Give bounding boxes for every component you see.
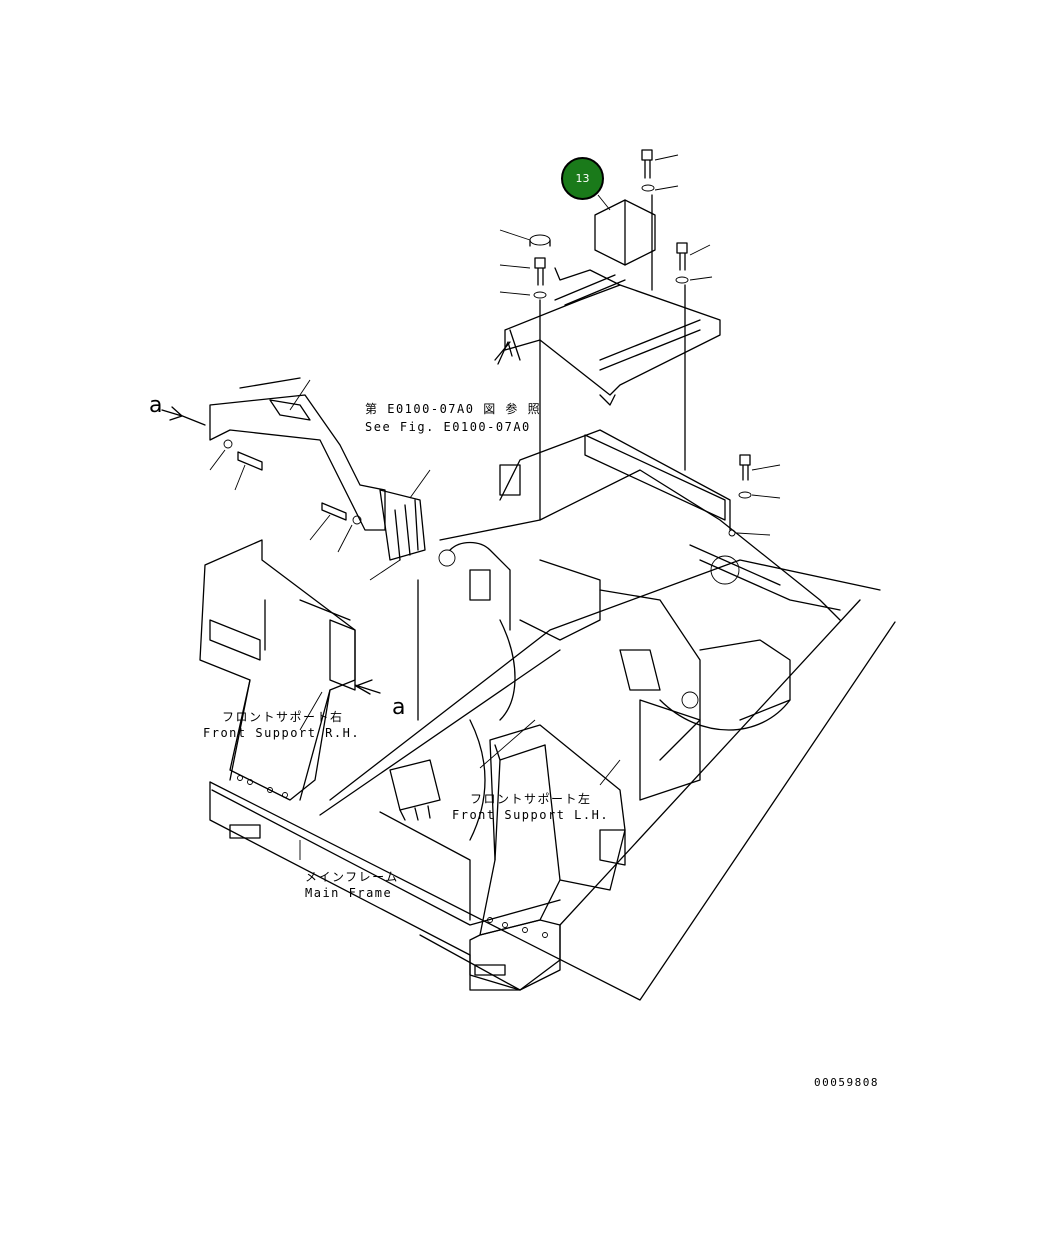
view-ref-a-side: a <box>392 695 406 720</box>
see-fig-label-en: See Fig. E0100-07A0 <box>365 420 531 434</box>
main-frame <box>209 559 896 1001</box>
front-support-lh-label-en: Front Support L.H. <box>452 808 610 822</box>
rear-frame <box>438 429 841 841</box>
leader-lines <box>209 154 781 860</box>
part-callout-13[interactable]: 13 <box>561 157 604 200</box>
front-support-lh <box>389 724 626 991</box>
upper-bracket <box>161 341 513 721</box>
view-ref-a-top: a <box>149 393 163 418</box>
main-frame-label-jp: メインフレーム <box>305 870 399 884</box>
hardware <box>529 149 752 537</box>
drawing-number: 00059808 <box>814 1076 879 1089</box>
front-support-rh-label-en: Front Support R.H. <box>203 726 361 740</box>
front-support-lh-label-jp: フロントサポート左 <box>470 792 592 806</box>
see-fig-label-jp: 第 E0100-07A0 図 参 照 <box>365 402 542 416</box>
cover-plate <box>504 194 721 521</box>
front-support-rh <box>199 539 356 801</box>
main-frame-label-en: Main Frame <box>305 886 393 900</box>
front-support-rh-label-jp: フロントサポート右 <box>222 710 344 724</box>
